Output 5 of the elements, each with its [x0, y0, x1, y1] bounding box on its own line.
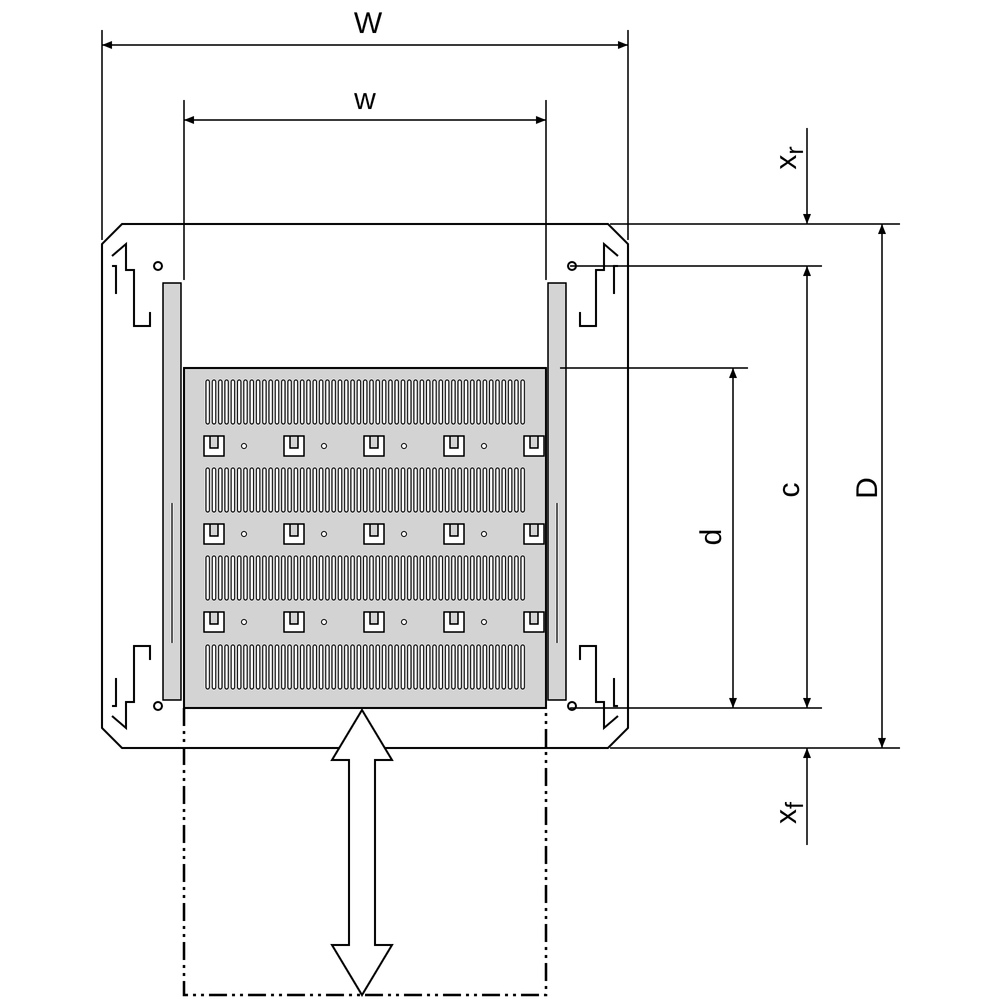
- dimension-label: d: [697, 528, 727, 546]
- dimension-label: D: [853, 477, 883, 499]
- dimension-label: c: [775, 482, 805, 498]
- dimension-label: w: [354, 85, 376, 115]
- dimension-label: W: [354, 9, 382, 39]
